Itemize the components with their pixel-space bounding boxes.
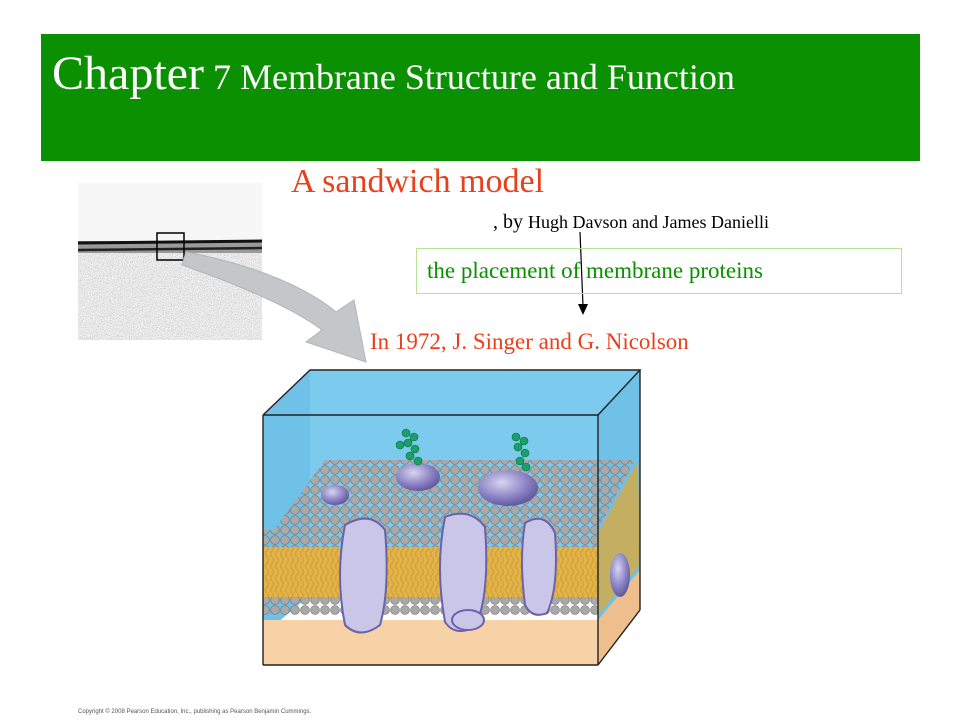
title-banner (41, 34, 920, 161)
slide-title: Chapter 7 Membrane Structure and Functio… (52, 50, 735, 98)
byline-prefix: , by (493, 211, 528, 233)
byline: , by Hugh Davson and James Danielli (493, 212, 769, 232)
membrane-model-illustration (262, 369, 642, 666)
singer-nicolson-text: In 1972, J. Singer and G. Nicolson (370, 329, 689, 354)
sandwich-model-heading: A sandwich model (291, 163, 545, 200)
placement-text: the placement of membrane proteins (427, 258, 763, 283)
title-chapter-word: Chapter (52, 47, 204, 100)
byline-names: Hugh Davson and James Danielli (528, 212, 769, 232)
copyright-note: Copyright © 2008 Pearson Education, Inc.… (78, 709, 312, 715)
placement-text-box (416, 248, 902, 294)
title-rest: 7 Membrane Structure and Function (203, 57, 735, 97)
curved-arrow-icon (181, 251, 367, 363)
electron-micrograph-image (78, 183, 262, 340)
